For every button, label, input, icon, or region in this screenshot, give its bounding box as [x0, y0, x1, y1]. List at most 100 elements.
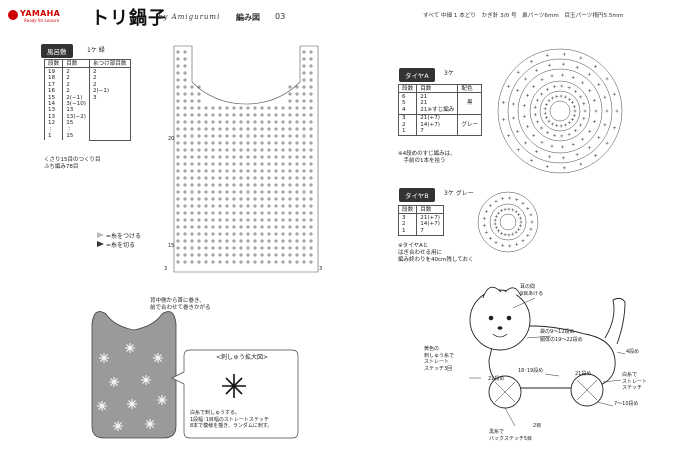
cell: 2 [66, 81, 70, 88]
cell: 7 [420, 227, 424, 234]
tire-a-stitch-chart [497, 48, 623, 174]
embroidery-zoom-bubble [171, 349, 299, 439]
chart-label-3-left: 3 [164, 266, 167, 272]
col-rows: 段数 [397, 83, 418, 94]
col-stitches: 目数 [62, 58, 90, 69]
ring [499, 213, 517, 231]
belly-note-1: 袋の9〜12段め [540, 329, 575, 335]
flower-stitch [114, 422, 122, 430]
ring [477, 191, 539, 253]
flower-stitch [126, 344, 134, 352]
cell: 13 [48, 107, 56, 114]
flower-stitch [128, 400, 136, 408]
cell: 2 [92, 81, 97, 88]
cell: 2 [402, 121, 406, 128]
cell: 3 [402, 214, 406, 221]
col-join: 糸つけ部目数 [88, 58, 131, 69]
ring [549, 100, 571, 122]
furoshiki-label: 風呂敷 [41, 44, 73, 58]
ear-note: 耳の間 9目あける [520, 284, 544, 297]
furoshiki-count: 1ケ 緑 [87, 47, 105, 54]
cell: 2 [92, 75, 97, 82]
bag-diagram [91, 311, 177, 439]
two-stitch-note: 2目 [533, 423, 542, 429]
col-color: 配色 [457, 83, 483, 94]
cell: 5 [402, 100, 406, 107]
tire-a-label: タイヤA [399, 68, 435, 82]
cell: ⋮ [66, 126, 72, 133]
row-21-right: 21段め [575, 371, 592, 377]
cell: 21(+7) [420, 214, 440, 221]
cell: ⋮ [48, 126, 54, 133]
cell: 7 [420, 128, 424, 135]
row-21-left: 21段め [488, 376, 505, 382]
tire-b-note: ※タイヤAと はぎ合わせる用に 編み終わりを40cm残しておく [398, 243, 474, 264]
furoshiki-stitch-chart: 3 3 20 15 [164, 45, 322, 273]
chart-label-15: 15 [168, 243, 174, 249]
col-stitches: 目数 [416, 204, 444, 215]
yellow-stitch-note: 黄色の 刺しゅう糸で ストレート ステッチ3回 [424, 346, 455, 372]
chart-label-3-right: 3 [319, 266, 322, 272]
tire-b-label: タイヤB [399, 188, 435, 202]
cell: 2(−1) [66, 94, 83, 101]
cell: 14(+7) [420, 121, 440, 128]
legend-cut: =糸を切る [97, 241, 135, 249]
col-stitches: 目数 [416, 83, 459, 94]
embroidery-star-icon [222, 374, 246, 398]
ring [507, 58, 613, 164]
cell: 21(+7) [420, 115, 440, 122]
flower-stitch [98, 402, 106, 410]
col-rows: 段数 [43, 58, 64, 69]
brand-logo-icon [8, 10, 18, 20]
legend-attach: =糸をつける [97, 232, 141, 240]
cell: 4 [402, 106, 406, 113]
cell: 21 [420, 100, 428, 107]
ring [539, 90, 581, 132]
flower-stitch [142, 376, 150, 384]
page-number: 03 [275, 12, 286, 21]
cell: 15 [66, 133, 74, 140]
flower-stitch [110, 378, 118, 386]
bag-wrap-note: 背中側から首に巻き、 前で合わせて巻きかがる [150, 298, 211, 312]
cell: 18 [48, 75, 56, 82]
cell: 6 [402, 93, 406, 100]
furoshiki-table: 段数 目数 糸つけ部目数 19 18 17 16 15 14 13 13 12 … [43, 58, 131, 141]
white-stitch-note: 白糸で ストレート ステッチ [622, 372, 648, 391]
cell: 14(+7) [420, 221, 440, 228]
tire-b-stitch-chart [477, 191, 539, 253]
cell: 12 [48, 120, 56, 127]
cell: 1 [402, 227, 406, 234]
cell-gray: グレー [457, 113, 483, 136]
cell: 3 [402, 115, 406, 122]
chart-label-20: 20 [168, 136, 174, 142]
zoom-title: <刺しゅう拡大図> [216, 354, 269, 361]
attach-triangle-icon [97, 232, 104, 238]
page-title: トリ鍋子 [91, 8, 167, 29]
flower-stitch [146, 420, 154, 428]
cell: 3 [92, 94, 97, 101]
cell: 1 [402, 128, 406, 135]
cell: 19 [48, 68, 56, 75]
zoom-note: 白糸で刺しゅうする。 1段幅･1目幅のストレートステッチ 8本で模様を描き、ラン… [190, 410, 273, 429]
flower-stitch [100, 354, 108, 362]
character-diagram [469, 286, 626, 427]
cell: 21※すじ編み [420, 106, 455, 113]
cell: 2 [92, 68, 97, 75]
cell: 1 [48, 133, 52, 140]
cell: 13 [48, 113, 56, 120]
cell: 13 [66, 107, 74, 114]
cut-triangle-icon [97, 241, 104, 247]
flower-stitch [154, 354, 162, 362]
cell: 17 [48, 81, 56, 88]
legend-attach-text: =糸をつける [105, 233, 141, 240]
cell: 3(−10) [66, 101, 86, 108]
embroidery-flower-icons [97, 343, 167, 431]
belly-note-2: 胴体の19〜22段め [540, 337, 583, 343]
cell: 13(−2) [66, 113, 86, 120]
row-7-10: 7〜10段め [614, 401, 639, 407]
row-18-19: 18･19段め [518, 368, 544, 374]
tire-b-count: 3ケ グレー [444, 190, 474, 197]
tire-a-count: 3ケ [444, 70, 454, 77]
brand-tagline: Ready for Leisure [24, 18, 60, 23]
